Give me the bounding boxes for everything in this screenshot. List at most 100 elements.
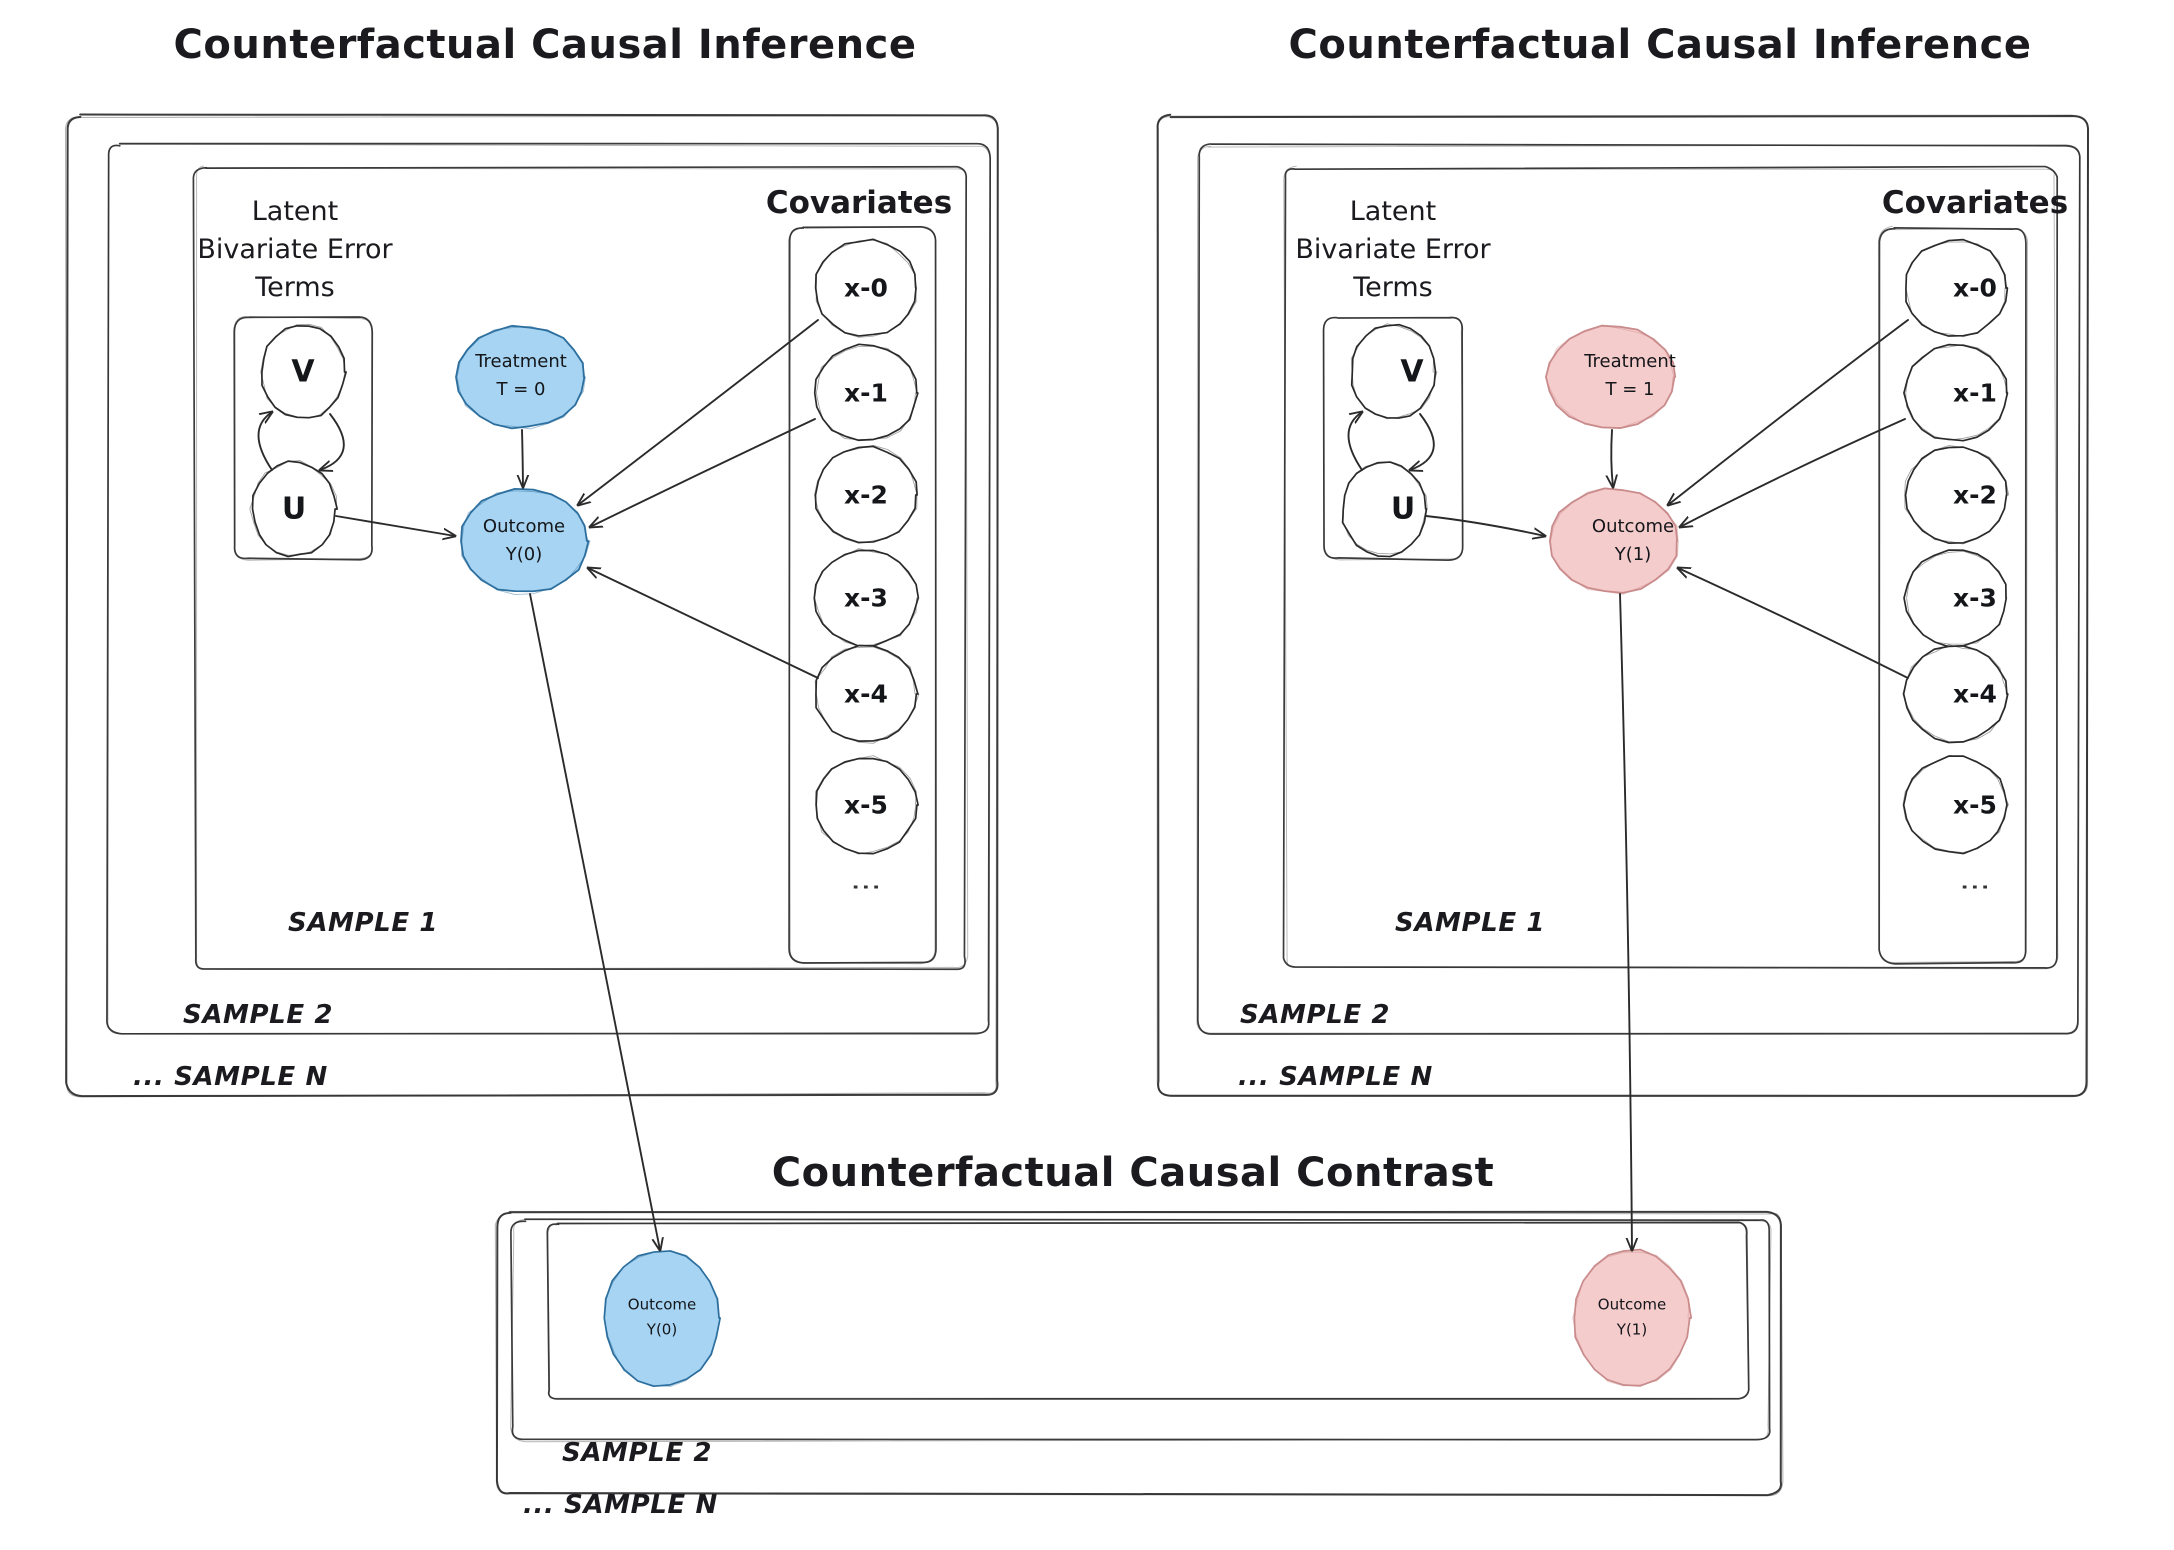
sample-2-label-contrast: SAMPLE 2: [562, 1438, 713, 1468]
latent-node-v-treated-sketch: [1350, 323, 1438, 420]
latent-group-label-line2-treated: Bivariate Error: [1295, 234, 1491, 265]
contrast-sample-2-box: [510, 1218, 1771, 1441]
sample-1-box-control-sketch: [196, 165, 969, 970]
covariate-node-x-0-treated-sketch: [1905, 241, 2008, 338]
latent-group-label-line3-treated: Terms: [1353, 272, 1433, 303]
covariate-node-x-1-control[interactable]: [813, 343, 919, 442]
contrast-sample-n-box: [495, 1210, 1782, 1497]
covariate-node-x-3-treated[interactable]: [1903, 549, 2008, 648]
covariate-node-x-5-control-sketch: [815, 755, 917, 855]
latent-group-label-line1-treated: Latent: [1349, 196, 1437, 227]
covariate-node-x-0-control[interactable]: [814, 238, 917, 337]
edge-x1-to-outcome-treated: [1680, 418, 1906, 527]
sample-2-box-control: [106, 142, 992, 1035]
covariates-title-control: Covariates: [765, 185, 953, 221]
covariate-node-x-2-treated[interactable]: [1904, 446, 2008, 544]
contrast-left-outcome-node[interactable]: [603, 1250, 721, 1388]
sample-n-box-treated-sketch: [1156, 114, 2089, 1098]
outcome-node-treated-sketch: [1550, 487, 1679, 595]
covariates-title-treated: Covariates: [1881, 185, 2069, 221]
edge-outcome1-to-contrast: [1619, 593, 1632, 1250]
edge-x4-to-outcome-control: [588, 568, 819, 679]
edge-outcome0-to-contrast: [529, 593, 660, 1250]
sample-1-box-treated-sketch: [1283, 165, 2059, 970]
edge-x4-to-outcome-treated: [1678, 568, 1909, 679]
contrast-right-outcome-node-sketch: [1572, 1251, 1691, 1387]
covariate-node-x-4-treated[interactable]: [1902, 645, 2009, 744]
covariate-node-x-5-treated-sketch: [1902, 755, 2009, 853]
outcome-node-control[interactable]: [460, 487, 590, 593]
latent-node-v-control[interactable]: [261, 325, 347, 419]
covariates-box-control: [788, 225, 937, 964]
edge-x0-to-outcome-control: [578, 319, 819, 505]
sample-n-label-contrast: ... SAMPLE N: [523, 1490, 718, 1520]
covariate-node-x-1-treated-sketch: [1905, 344, 2009, 441]
covariate-node-x-0-treated[interactable]: [1905, 238, 2009, 337]
covariate-node-x-2-treated-sketch: [1904, 445, 2010, 545]
outcome-node-treated[interactable]: [1548, 487, 1679, 594]
covariates-ellipsis-treated: ⋮: [1957, 872, 1993, 904]
edge-x1-to-outcome-control: [590, 418, 816, 527]
edge-u-to-v-treated: [1347, 412, 1363, 471]
covariates-box-control-sketch: [787, 226, 937, 965]
edge-treatment-to-outcome-control: [522, 429, 523, 487]
sample-1-label-treated: SAMPLE 1: [1395, 908, 1546, 938]
covariates-ellipsis-control: ⋮: [848, 872, 884, 904]
covariate-node-x-1-treated[interactable]: [1903, 343, 2009, 442]
sample-n-label-control: ... SAMPLE N: [133, 1062, 328, 1092]
covariate-node-x-4-control[interactable]: [815, 644, 919, 742]
edge-x0-to-outcome-treated: [1668, 319, 1909, 505]
treatment-node-control[interactable]: [455, 324, 586, 430]
covariates-box-treated: [1878, 227, 2027, 965]
latent-group-label-line1-control: Latent: [251, 196, 339, 227]
covariate-node-x-5-control[interactable]: [815, 757, 919, 855]
edge-u-to-outcome-treated: [1425, 515, 1545, 536]
covariate-node-x-2-control[interactable]: [814, 445, 918, 544]
edge-u-to-v-control: [257, 412, 273, 471]
sample-1-box-treated: [1282, 165, 2059, 969]
panel-title-control: Counterfactual Causal Inference: [173, 22, 917, 68]
latent-error-box-treated: [1322, 316, 1464, 562]
contrast-right-outcome-node[interactable]: [1573, 1248, 1693, 1387]
edge-v-to-u-treated: [1410, 413, 1435, 470]
latent-node-v-control-sketch: [260, 323, 346, 419]
covariates-box-treated-sketch: [1877, 225, 2028, 963]
contrast-sample-2-box-sketch: [510, 1218, 1772, 1443]
sample-2-box-treated: [1196, 143, 2081, 1035]
latent-node-u-control[interactable]: [251, 460, 339, 558]
sample-n-box-control-sketch: [64, 115, 999, 1098]
edge-u-to-outcome-control: [335, 515, 455, 536]
sample-n-box-control: [65, 113, 999, 1098]
latent-group-label-line2-control: Bivariate Error: [197, 234, 393, 265]
sample-1-box-control: [192, 165, 968, 971]
covariate-node-x-4-control-sketch: [814, 646, 920, 744]
sample-2-box-control-sketch: [107, 143, 992, 1035]
covariate-node-x-2-control-sketch: [814, 444, 918, 544]
covariate-node-x-0-control-sketch: [815, 239, 918, 338]
contrast-inner-box-sketch: [547, 1221, 1750, 1399]
latent-error-box-control: [233, 316, 374, 561]
treatment-node-treated[interactable]: [1545, 324, 1677, 429]
covariate-node-x-3-control[interactable]: [813, 549, 920, 647]
sample-2-label-treated: SAMPLE 2: [1240, 1000, 1391, 1030]
latent-node-u-treated[interactable]: [1341, 461, 1428, 558]
latent-error-box-treated-sketch: [1323, 317, 1464, 561]
sample-2-label-control: SAMPLE 2: [183, 1000, 334, 1030]
sample-1-label-control: SAMPLE 1: [288, 908, 439, 938]
treatment-node-control-sketch: [456, 325, 586, 430]
panel-title-contrast: Counterfactual Causal Contrast: [771, 1150, 1495, 1196]
covariate-node-x-1-control-sketch: [815, 345, 918, 441]
covariate-node-x-3-treated-sketch: [1906, 550, 2007, 645]
treatment-node-treated-sketch: [1544, 324, 1675, 429]
outcome-node-control-sketch: [461, 490, 591, 596]
latent-error-box-control-sketch: [233, 315, 373, 561]
edge-treatment-to-outcome-treated: [1611, 429, 1613, 487]
covariate-node-x-5-treated[interactable]: [1902, 755, 2008, 855]
latent-node-v-treated[interactable]: [1350, 323, 1437, 419]
covariate-node-x-3-control-sketch: [813, 548, 920, 647]
latent-group-label-line3-control: Terms: [255, 272, 335, 303]
edge-v-to-u-control: [320, 413, 345, 470]
latent-node-u-treated-sketch: [1342, 461, 1428, 555]
